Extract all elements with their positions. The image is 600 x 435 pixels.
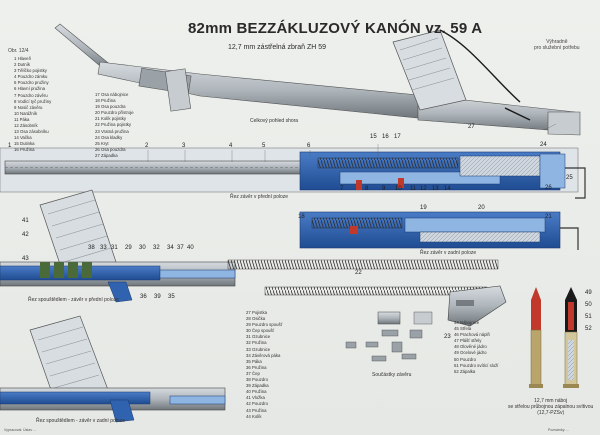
return-spring <box>227 259 499 270</box>
callout-53: 52 <box>585 326 592 332</box>
callout-9: 9 <box>382 186 386 192</box>
callout-6: 6 <box>307 143 311 149</box>
callout-24: 24 <box>540 142 547 148</box>
callout-50: 49 <box>585 290 592 296</box>
callout-21: 21 <box>545 214 552 220</box>
caption-front-bolt: Řez závěr v přední poloze <box>230 194 289 200</box>
callout-43: 43 <box>22 256 29 262</box>
callout-37: 37 <box>177 245 184 251</box>
footer-right: Poznámky: ... <box>548 428 570 432</box>
callout-15: 15 <box>370 134 377 140</box>
callout-7: 7 <box>340 186 344 192</box>
caption-bolt-parts: Součástky závěru <box>372 372 412 378</box>
callout-22: 22 <box>355 270 362 276</box>
callout-20: 20 <box>478 205 485 211</box>
caption-cartridge: 12,7 mm náboj se střelou průbojnou zápal… <box>508 398 594 416</box>
callout-13: 13 <box>432 186 439 192</box>
callout-42: 42 <box>22 232 29 238</box>
callout-38: 38 <box>88 245 95 251</box>
bolt-carrier-part <box>447 285 507 327</box>
caption-rear-bolt: Řez závěr v zadní poloze <box>420 250 477 256</box>
footer-left: Vypracoval: Ústav ... <box>4 428 36 432</box>
callout-25: 25 <box>566 175 573 181</box>
callout-17: 17 <box>394 134 401 140</box>
cartridge-section <box>563 287 579 388</box>
callout-30: 30 <box>139 245 146 251</box>
section-front-bolt <box>0 147 586 199</box>
callout-10: 10 <box>395 186 402 192</box>
trigger-section-front <box>0 189 236 303</box>
callout-11: 11 <box>410 186 417 192</box>
trigger-section-rear <box>0 315 226 423</box>
section-rear-bolt <box>299 211 579 250</box>
callout-32: 32 <box>153 245 160 251</box>
figure-number: Obr. 12/4 <box>8 48 29 54</box>
callout-51: 50 <box>585 302 592 308</box>
poster-subtitle: 12,7 mm zástřelná zbraň ZH 59 <box>228 44 327 51</box>
caption-trigger-front: Řez spouštědlem - závěr v přední poloze <box>28 297 119 303</box>
callout-14: 14 <box>444 186 451 192</box>
callout-36: 36 <box>140 294 147 300</box>
callout-35: 35 <box>168 294 175 300</box>
callout-8: 8 <box>365 186 369 192</box>
callout-top-27: 27 <box>468 124 475 130</box>
callout-26: 26 <box>545 185 552 191</box>
bolt-parts-group <box>345 311 433 362</box>
callout-2: 2 <box>145 143 149 149</box>
cartridge-intact <box>529 287 543 388</box>
callout-3: 3 <box>182 143 186 149</box>
callout-16: 16 <box>382 134 389 140</box>
poster-title: 82mm BEZZÁKLUZOVÝ KANÓN vz. 59 A <box>188 20 483 37</box>
callout-4: 4 <box>229 143 233 149</box>
callout-12: 12 <box>420 186 427 192</box>
callout-40: 40 <box>187 245 194 251</box>
callout-33: 33 <box>100 245 107 251</box>
caption-top-view: Celkový pohled shora <box>250 118 299 124</box>
callout-1: 1 <box>8 143 12 149</box>
callout-29: 29 <box>125 245 132 251</box>
callout-18: 18 <box>298 214 305 220</box>
callout-19: 19 <box>420 205 427 211</box>
callout-31: 31 <box>111 245 118 251</box>
caption-trigger-rear: Řez spouštědlem - závěr v zadní poloze <box>36 418 125 424</box>
top-view-weapon <box>54 23 581 136</box>
leader-lines <box>147 123 557 162</box>
callout-39: 39 <box>154 294 161 300</box>
callout-5: 5 <box>262 143 266 149</box>
callout-52: 51 <box>585 314 592 320</box>
callout-34: 34 <box>167 245 174 251</box>
callout-41: 41 <box>22 218 29 224</box>
callout-23: 23 <box>444 334 451 340</box>
classification-note: Výhradně pro služební potřebu <box>534 39 580 51</box>
